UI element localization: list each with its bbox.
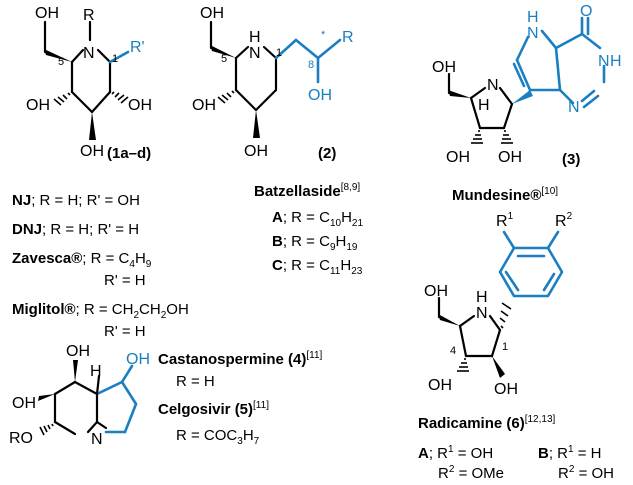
- structure-4: OH H OH OH RO N: [9, 343, 150, 448]
- c4-oh-top: OH: [66, 343, 90, 360]
- hash-bond-c2: [111, 91, 129, 104]
- legend-celgosivir-def: R = COC3H7: [176, 427, 260, 447]
- legend-mundesine: Mundesine®[10]: [452, 186, 558, 204]
- c2-locant-1: 1: [276, 47, 282, 59]
- legend-castanospermine-def: R = H: [176, 373, 215, 390]
- legend-celgosivir: Celgosivir (5)[11]: [158, 400, 269, 418]
- c1-compound-label: (1a–d): [107, 145, 151, 162]
- c3-pyrrole-h: H: [527, 9, 539, 26]
- legend-2: Batzellaside[8,9] A; R = C10H21 B; R = C…: [254, 182, 363, 277]
- c1-locant-5: 5: [58, 56, 64, 68]
- c2-oh-side: OH: [308, 87, 332, 104]
- c6-ring-h: H: [476, 289, 488, 306]
- c3-nh-h: H: [610, 53, 622, 70]
- legend-batzellaside-b: B; R = C9H19: [272, 233, 358, 253]
- c3-pyrrolidine-h: H: [478, 97, 490, 114]
- legend-1: NJ; R = H; R' = OH DNJ; R = H; R' = H Za…: [12, 192, 189, 340]
- c6-locant-4: 4: [450, 345, 456, 357]
- legend-miglitol: Miglitol®; R = CH2CH2OH: [12, 301, 189, 321]
- c6-r1-label: R1: [496, 211, 514, 230]
- legend-zavesca-line2: R' = H: [104, 272, 146, 289]
- c3-aromatic-n: N: [568, 99, 580, 116]
- legend-batzellaside-c: C; R = C11H23: [272, 257, 363, 277]
- legend-batzellaside: Batzellaside[8,9]: [254, 182, 360, 200]
- c3-nh-n: N: [598, 53, 610, 70]
- c6-locant-1: 1: [502, 341, 508, 353]
- c2-stereo-star: *: [321, 29, 326, 41]
- c2-compound-label: (2): [318, 145, 336, 162]
- c2-oh-top: OH: [200, 5, 224, 22]
- structure-2: OH H N R OH * 8 5 1 OH OH (2): [192, 5, 354, 162]
- structure-1: R N R' OH OH OH OH 5 1 (1a–d): [26, 5, 152, 162]
- legend-4: Castanospermine (4)[11] R = H Celgosivir…: [158, 350, 323, 447]
- c4-ro-label: RO: [9, 430, 33, 447]
- c6-oh-top: OH: [424, 283, 448, 300]
- legend-batzellaside-a: A; R = C10H21: [272, 209, 363, 229]
- c3-compound-label: (3): [562, 151, 580, 168]
- legend-castanospermine: Castanospermine (4)[11]: [158, 350, 323, 368]
- c1-oh-bottom: OH: [80, 143, 104, 160]
- legend-6: Radicamine (6)[12,13] A; R1 = OH R2 = OM…: [418, 414, 614, 482]
- c6-oh-right: OH: [494, 381, 518, 398]
- c1-oh-right: OH: [128, 97, 152, 114]
- c4-oh-blue: OH: [126, 351, 150, 368]
- structure-3: N H O N H N N H OH OH OH (3): [432, 3, 622, 168]
- c1-locant-1: 1: [112, 53, 118, 65]
- c4-bridgehead-h: H: [90, 363, 102, 380]
- c1-rprime-label: R': [130, 39, 145, 56]
- legend-radicamine-b1: B; R1 = H: [538, 444, 602, 462]
- c2-oh-bottom: OH: [244, 143, 268, 160]
- c3-oh-top: OH: [432, 59, 456, 76]
- c4-ring-n: N: [91, 431, 103, 448]
- c6-ho-left: OH: [428, 377, 452, 394]
- legend-nj: NJ; R = H; R' = OH: [12, 192, 140, 209]
- c3-carbonyl-o: O: [580, 3, 592, 20]
- hash-bond-pyrrolidine-c3: [471, 130, 483, 144]
- c6-r2-label: R2: [555, 211, 573, 230]
- c2-locant-8: 8: [308, 59, 314, 71]
- structure-6: R1 R2 N H OH OH OH 4 1: [424, 211, 573, 398]
- hash-bond-c3: [217, 90, 235, 104]
- hash-bond-c4: [53, 92, 71, 106]
- c2-ho-left: OH: [192, 97, 216, 114]
- c3-pyrrole-n: N: [527, 25, 539, 42]
- c2-ring-n: N: [249, 45, 261, 62]
- c3-ho-left: OH: [446, 149, 470, 166]
- hash-bond-c6: [39, 423, 54, 436]
- c6-ring-n: N: [476, 305, 488, 322]
- legend-dnj: DNJ; R = H; R' = H: [12, 221, 139, 238]
- legend-zavesca: Zavesca®; R = C4H9: [12, 250, 152, 270]
- c2-h: H: [249, 29, 261, 46]
- legend-radicamine-b2: R2 = OH: [558, 464, 614, 482]
- c1-r-label: R: [83, 7, 95, 24]
- c1-oh-top: OH: [35, 5, 59, 22]
- c3-pyrrolidine-n: N: [487, 77, 499, 94]
- hash-bond-pyrrolidine-c2: [501, 130, 513, 144]
- c4-ho-left: OH: [12, 395, 36, 412]
- hash-bond-c1-aryl: [499, 302, 512, 329]
- legend-radicamine-a1: A; R1 = OH: [418, 444, 493, 462]
- c2-r-label: R: [342, 29, 354, 46]
- c1-ho-left: OH: [26, 97, 50, 114]
- c2-locant-5: 5: [221, 53, 227, 65]
- c1-ring-n: N: [83, 45, 95, 62]
- legend-radicamine: Radicamine (6)[12,13]: [418, 414, 556, 432]
- c3-oh-right: OH: [498, 149, 522, 166]
- hash-bond-c3: [457, 358, 469, 372]
- legend-radicamine-a2: R2 = OMe: [438, 464, 504, 482]
- legend-miglitol-line2: R' = H: [104, 323, 146, 340]
